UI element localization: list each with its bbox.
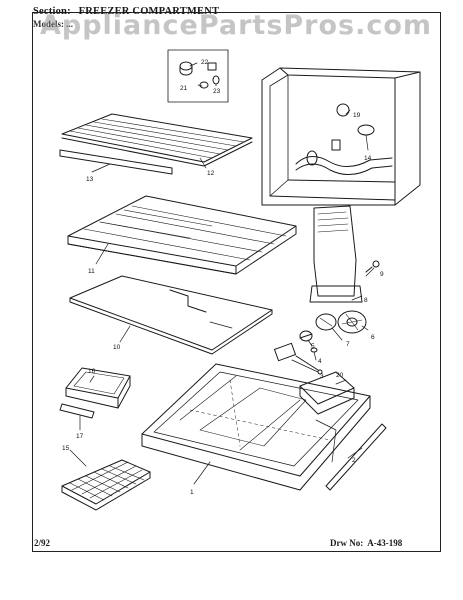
callout-5: 5	[311, 343, 315, 350]
ice-cube-tray	[61, 459, 151, 511]
section-header: Section: FREEZER COMPARTMENT	[33, 6, 219, 17]
drawing-label: Drw No:	[330, 538, 364, 548]
air-duct	[299, 371, 355, 415]
wire-shelf-upper	[61, 113, 253, 167]
callout-11: 11	[88, 268, 95, 275]
footer-drawing-number: Drw No:A-43-198	[330, 538, 402, 548]
section-label: Section:	[33, 6, 71, 17]
callout-17: 17	[76, 433, 84, 440]
callout-21: 21	[180, 85, 188, 92]
callout-1: 1	[190, 489, 194, 496]
defrost-component	[273, 342, 323, 375]
callout-4: 4	[318, 358, 322, 365]
callout-13: 13	[86, 176, 94, 183]
callout-20: 20	[336, 372, 344, 379]
shelf-liner	[69, 275, 273, 355]
callout-6: 6	[371, 334, 375, 341]
callout-10: 10	[113, 344, 121, 351]
callout-9: 9	[380, 271, 384, 278]
callout-14: 14	[364, 155, 372, 162]
freezer-cabinet	[261, 67, 421, 206]
footer-date: 2/92	[34, 538, 51, 548]
diagram-frame	[32, 12, 441, 552]
models-line: Models: ...	[33, 19, 73, 29]
leader-lines	[69, 62, 375, 485]
grated-freezer-shelf	[67, 195, 297, 275]
callout-15: 15	[62, 445, 70, 452]
callout-16: 16	[88, 368, 96, 375]
drawing-number: A-43-198	[367, 538, 403, 548]
freezer-bottom-pan	[141, 363, 371, 491]
callout-19: 19	[353, 112, 361, 119]
ice-tray	[65, 367, 131, 409]
watermark: AppliancePartsPros.com	[40, 10, 433, 41]
callout-3: 3	[320, 373, 324, 380]
section-title: FREEZER COMPARTMENT	[78, 6, 220, 17]
callout-23: 23	[213, 88, 221, 95]
evaporator-cover	[309, 205, 363, 303]
fan-motor-assembly	[299, 310, 367, 353]
gasket-trim	[325, 423, 387, 491]
callout-12: 12	[207, 170, 215, 177]
ice-tray-clip	[59, 403, 95, 419]
callout-8: 8	[364, 297, 368, 304]
callout-2: 2	[352, 457, 356, 464]
callout-22: 22	[201, 59, 209, 66]
screw	[365, 260, 380, 273]
callout-7: 7	[346, 341, 350, 348]
shelf-front-trim	[59, 149, 173, 175]
